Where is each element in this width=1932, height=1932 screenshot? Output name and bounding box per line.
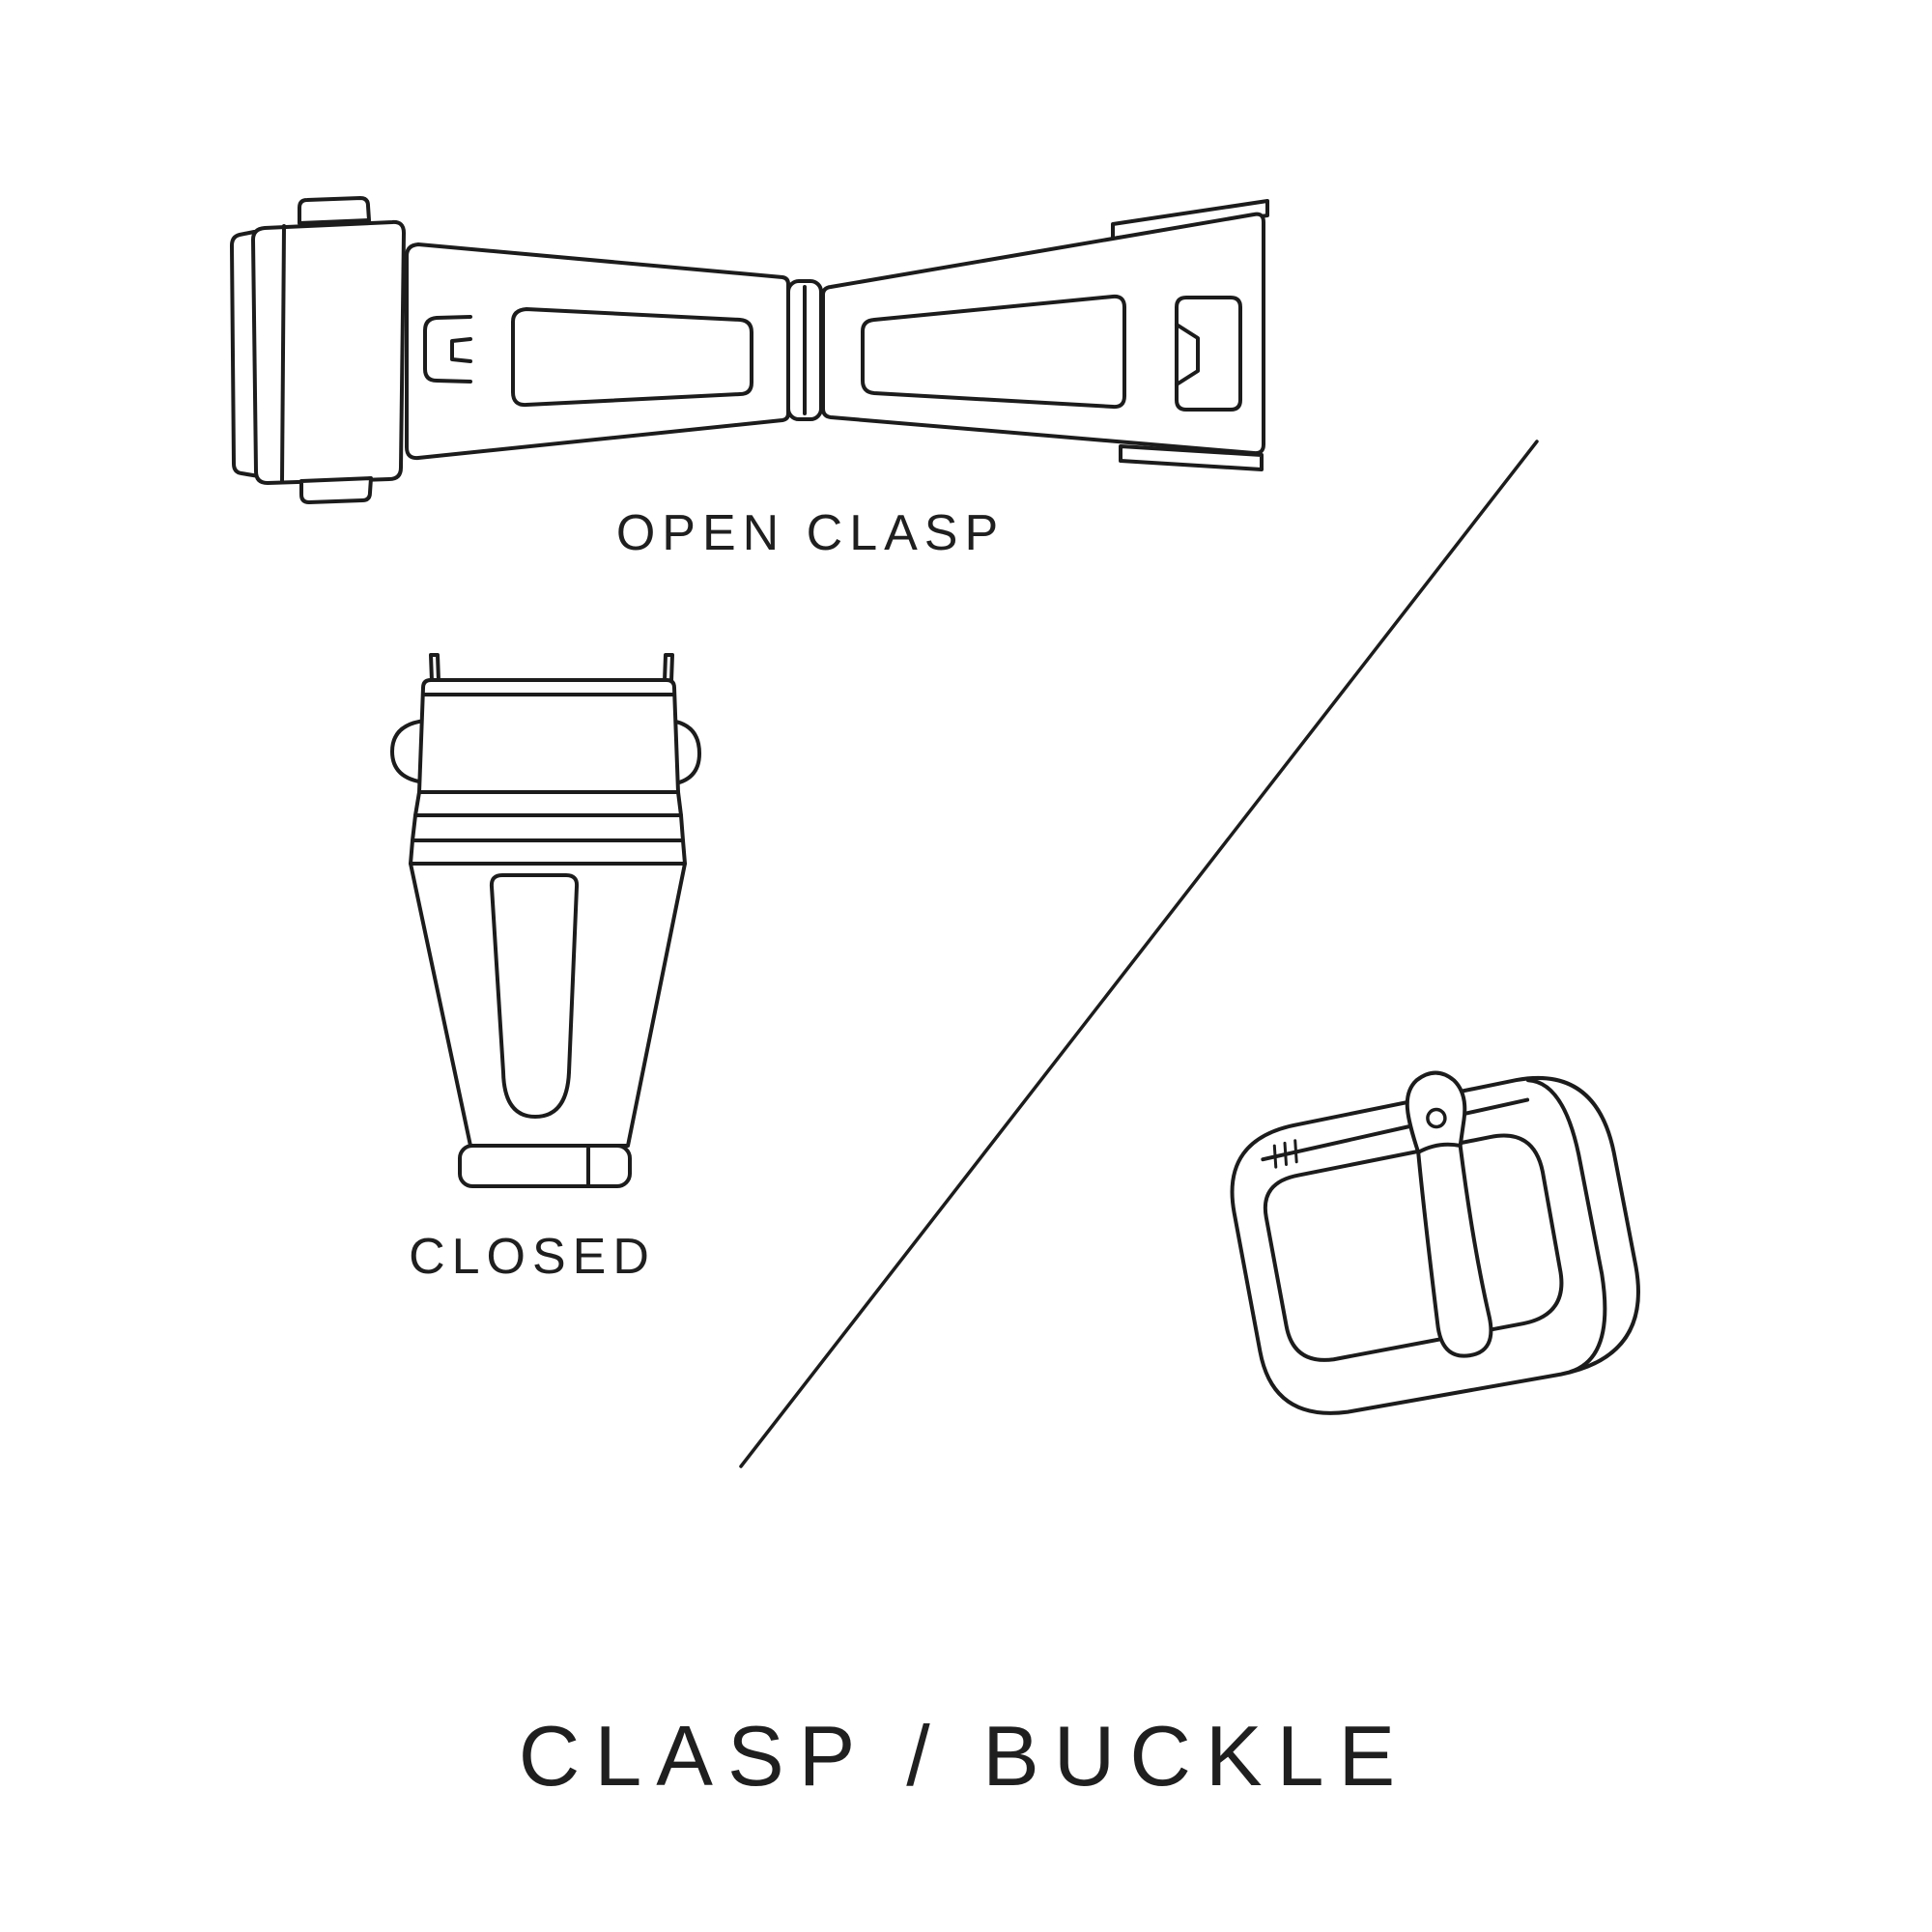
closed-clasp-foot <box>458 1144 632 1188</box>
open-clasp-right-arm <box>821 199 1269 471</box>
closed-clasp-body <box>409 862 687 1148</box>
open-clasp-illustration <box>230 196 1269 504</box>
closed-clasp-ear-left <box>390 719 427 784</box>
buckle-pin <box>1261 1097 1530 1169</box>
closed-clasp-strap-layers <box>409 790 687 866</box>
closed-clasp-prong-left <box>429 653 440 683</box>
buckle-tang <box>1405 1070 1493 1358</box>
page-title: CLASP / BUCKLE <box>518 1708 1410 1804</box>
open-clasp-label: OPEN CLASP <box>615 505 1006 561</box>
open-clasp-hinge <box>786 279 823 421</box>
tang-buckle-illustration <box>1230 1070 1640 1415</box>
closed-clasp-prong-right <box>663 653 674 683</box>
open-clasp-left-arm <box>405 242 790 461</box>
closed-label: CLOSED <box>409 1229 656 1285</box>
closed-clasp-illustration <box>390 653 701 1188</box>
open-clasp-end-link <box>230 196 406 504</box>
closed-clasp-cover <box>417 678 680 794</box>
diagonal-divider <box>739 440 1539 1468</box>
